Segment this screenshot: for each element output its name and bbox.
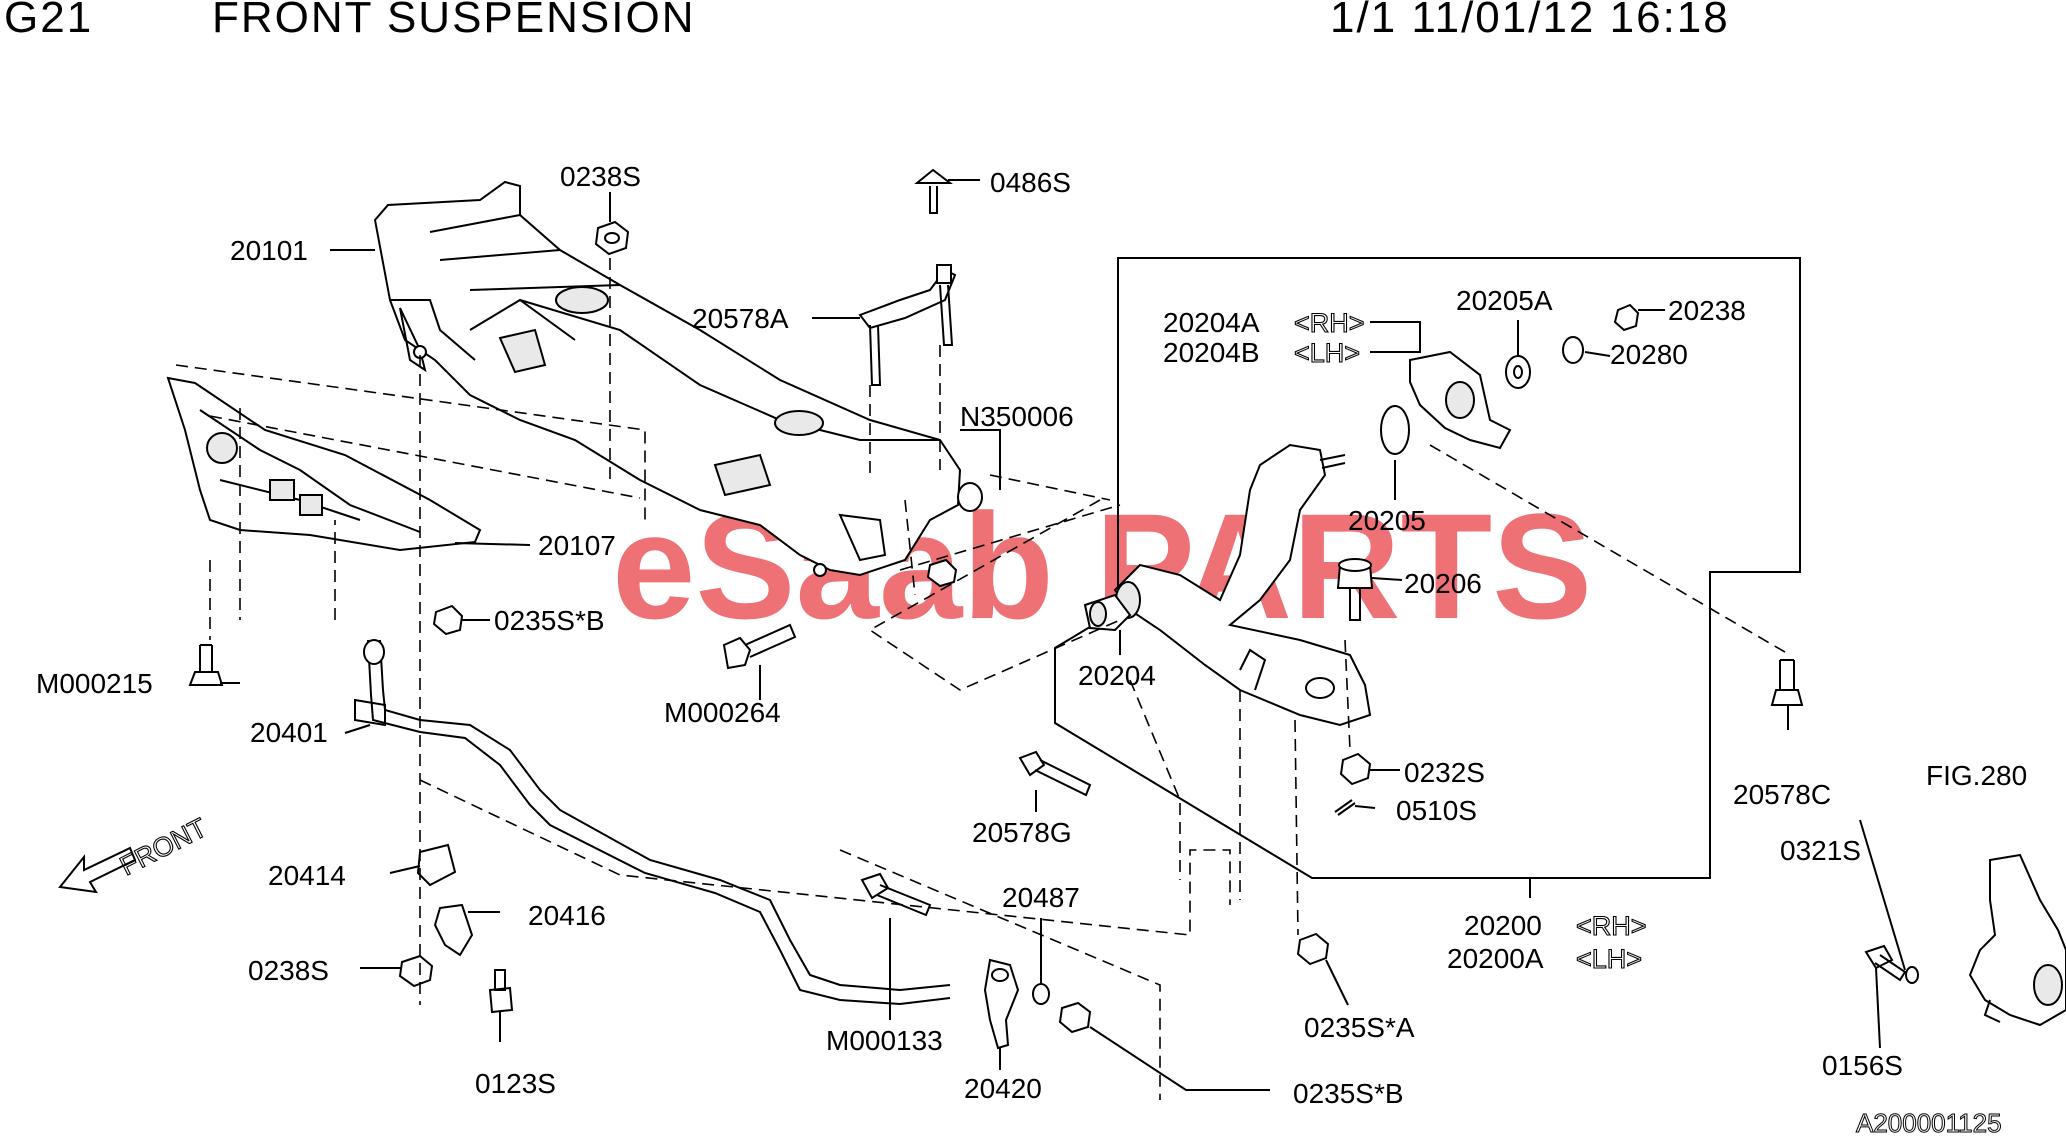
bushing-20414 (416, 843, 457, 887)
page-info: 1/1 11/01/12 16:18 (1330, 0, 1730, 42)
callout-0510S: 0510S (1396, 795, 1477, 826)
leader-lines (220, 179, 1906, 1091)
nut-0235S-A (1296, 932, 1330, 966)
callout-N350006: N350006 (960, 401, 1074, 432)
callout-0235S-B-bottom: 0235S*B (1293, 1078, 1404, 1109)
washer-20280 (1562, 336, 1584, 364)
washer-20205A (1505, 355, 1531, 389)
nut-20238 (1613, 303, 1640, 332)
nut-0238S-top (594, 220, 630, 256)
pin-0510S (1334, 799, 1356, 816)
crossmember-20101 (373, 180, 962, 577)
callout-0232S: 0232S (1404, 757, 1485, 788)
bracket-20416 (433, 903, 474, 957)
group-code: G21 (4, 0, 93, 42)
ball-joint-20206 (1336, 558, 1374, 621)
nut-0235S-B-bottom (1058, 1001, 1092, 1034)
bolt-M000215 (188, 644, 224, 686)
bolt-20578G (1018, 750, 1092, 797)
callout-20204B: 20204B (1163, 337, 1260, 368)
bracket-20578A (858, 264, 957, 386)
washer-20487 (1032, 983, 1050, 1005)
callout-20200A: 20200A (1447, 943, 1544, 974)
front-arrow-icon: FRONT (58, 812, 212, 894)
callout-20107: 20107 (538, 530, 616, 561)
tag-rh-20200: <RH> (1576, 911, 1647, 941)
tag-lh-20200A: <LH> (1576, 944, 1642, 974)
clip-0486S (914, 168, 953, 214)
bolt-0156S (1864, 944, 1907, 982)
callout-20205A: 20205A (1456, 285, 1553, 316)
nut-0232S (1339, 752, 1372, 786)
callout-20420: 20420 (964, 1073, 1042, 1104)
callout-20200: 20200 (1464, 910, 1542, 941)
front-direction-label: FRONT (115, 812, 211, 881)
nut-0238S-bottom (398, 954, 434, 988)
callout-20578G: 20578G (972, 817, 1072, 848)
assembly-dash-lines (175, 258, 1791, 1100)
rubber-N350006 (957, 482, 983, 512)
tag-lh-20204B: <LH> (1294, 338, 1360, 368)
callout-20238: 20238 (1668, 295, 1746, 326)
callout-20280: 20280 (1610, 339, 1688, 370)
callout-20414: 20414 (268, 860, 346, 891)
bolt-20578C (1770, 659, 1804, 706)
front-bushing-20204 (1083, 593, 1132, 632)
callout-20401: 20401 (250, 717, 328, 748)
callout-0321S: 0321S (1780, 835, 1861, 866)
callout-FIG280: FIG.280 (1926, 760, 2027, 791)
callout-0238S-top: 0238S (560, 161, 641, 192)
figure-id: A200001125 (1856, 1108, 2002, 1138)
steering-knuckle (1968, 853, 2066, 1027)
stabilizer-bar-20401 (354, 639, 951, 1006)
callout-0238S-bottom: 0238S (248, 955, 329, 986)
callout-20101: 20101 (230, 235, 308, 266)
callout-M000264: M000264 (664, 697, 781, 728)
callout-20204A: 20204A (1163, 307, 1260, 338)
callout-0486S: 0486S (990, 167, 1071, 198)
callout-M000133: M000133 (826, 1025, 943, 1056)
callout-20578A: 20578A (692, 303, 789, 334)
nut-0235S-B-left (432, 604, 464, 636)
callout-20205: 20205 (1348, 505, 1426, 536)
callout-0235S-A: 0235S*A (1304, 1012, 1415, 1043)
tag-rh-20204A: <RH> (1294, 308, 1365, 338)
link-20420 (983, 958, 1020, 1050)
callout-labels: 0238S 0486S 20101 20578A N350006 20107 0… (36, 161, 2027, 1109)
bolt-M000264 (722, 623, 797, 670)
subframe-20107 (166, 376, 482, 552)
callout-20487: 20487 (1002, 882, 1080, 913)
callout-M000215: M000215 (36, 668, 153, 699)
callout-20204: 20204 (1078, 660, 1156, 691)
callout-20206: 20206 (1404, 568, 1482, 599)
control-arm-group-box (1054, 257, 1801, 879)
bolt-0123S (488, 969, 514, 1014)
rear-bushing-20204 (1380, 350, 1512, 455)
callout-0235S-B-left: 0235S*B (494, 605, 605, 636)
nut-crossmember (926, 558, 958, 588)
diagram-title: FRONT SUSPENSION (212, 0, 695, 42)
callout-0123S: 0123S (475, 1068, 556, 1099)
callout-0156S: 0156S (1822, 1050, 1903, 1081)
bolt-M000133 (860, 872, 932, 917)
callout-20578C: 20578C (1733, 779, 1831, 810)
washer-0321S (1905, 966, 1919, 984)
callout-20416: 20416 (528, 900, 606, 931)
